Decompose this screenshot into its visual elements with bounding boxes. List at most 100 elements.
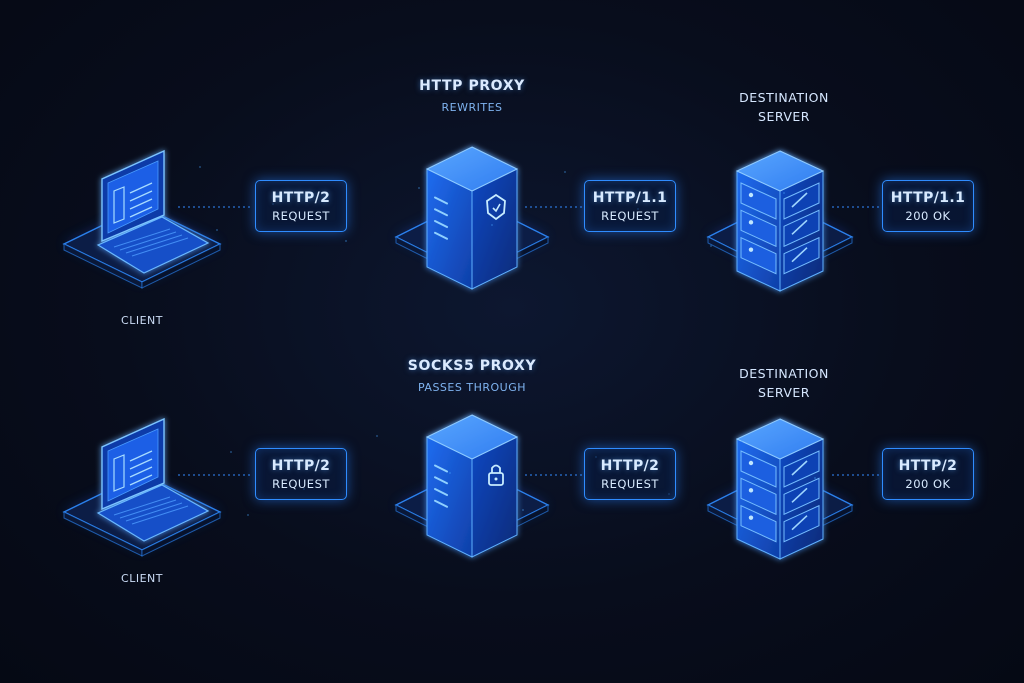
vent-slot — [434, 476, 448, 485]
server-drawer-handle — [791, 219, 808, 235]
screen-text-line — [129, 190, 153, 202]
server-drawer-handle — [791, 460, 808, 476]
request-box-2: HTTP/2 REQUEST — [255, 448, 347, 500]
server-drawer-handle — [791, 487, 808, 503]
server-label-line1: DESTINATION — [739, 90, 829, 105]
forward-protocol: HTTP/1.1 — [592, 189, 668, 206]
vent-slot — [434, 196, 448, 205]
request-protocol: HTTP/2 — [271, 457, 331, 474]
vent-slot — [434, 208, 448, 217]
particle — [247, 514, 249, 516]
proxy-subtitle-http: REWRITES — [441, 101, 503, 114]
server-drawer-handle — [791, 515, 808, 531]
client-label-2: CLIENT — [121, 572, 163, 585]
screen-text-line — [129, 458, 153, 470]
laptop-icon — [96, 417, 210, 542]
server-label-1: DESTINATION SERVER — [739, 88, 829, 126]
screen-text-line — [129, 450, 153, 462]
request-box-1: HTTP/2 REQUEST — [255, 180, 347, 232]
forward-text: REQUEST — [601, 208, 659, 223]
response-protocol: HTTP/2 — [898, 457, 958, 474]
response-box-2: HTTP/2 200 OK — [882, 448, 974, 500]
laptop-base — [96, 484, 210, 542]
server-drawer — [783, 209, 820, 248]
response-box-1: HTTP/1.1 200 OK — [882, 180, 974, 232]
keyboard-row — [119, 499, 177, 519]
screen-window — [113, 454, 125, 492]
vent-slot — [434, 464, 448, 473]
keyboard-row — [125, 234, 183, 254]
response-protocol: HTTP/1.1 — [890, 189, 966, 206]
request-text: REQUEST — [272, 476, 330, 491]
response-text: 200 OK — [905, 476, 951, 491]
server-drawer — [783, 182, 820, 220]
server-drawer — [783, 504, 820, 543]
proxy-title-socks5: SOCKS5 PROXY — [407, 358, 537, 374]
particle — [376, 435, 378, 437]
forward-protocol: HTTP/2 — [600, 457, 660, 474]
particle — [814, 477, 816, 479]
proxy-title-http: HTTP PROXY — [419, 78, 525, 94]
particle — [418, 187, 420, 189]
server-drawer — [740, 209, 777, 248]
keyboard-row — [131, 505, 189, 525]
forward-text: REQUEST — [601, 476, 659, 491]
lock-keyhole — [494, 477, 498, 481]
server-led — [748, 460, 754, 466]
vent-slot — [434, 488, 448, 497]
server-led — [748, 247, 754, 252]
screen-text-line — [129, 466, 153, 478]
screen-window — [113, 186, 125, 224]
destination-server-icon — [735, 418, 825, 560]
proxy-subtitle-socks5: PASSES THROUGH — [418, 381, 526, 394]
server-led — [748, 192, 754, 198]
particle — [522, 509, 524, 511]
particle — [230, 451, 232, 453]
server-drawer — [740, 504, 777, 543]
particle — [491, 224, 493, 226]
shield-check — [492, 203, 501, 213]
server-label-line2: SERVER — [758, 109, 810, 124]
shield-icon — [486, 193, 506, 221]
keyboard-row — [113, 228, 171, 248]
server-label-2: DESTINATION SERVER — [739, 364, 829, 402]
particle — [564, 171, 566, 173]
lock-shackle — [491, 464, 501, 473]
vent-slot — [434, 231, 448, 240]
server-drawer — [740, 450, 777, 488]
vent-slot — [434, 220, 448, 229]
server-drawer — [740, 236, 777, 275]
server-label-line1: DESTINATION — [739, 366, 829, 381]
particle — [345, 240, 347, 242]
server-label-line2: SERVER — [758, 385, 810, 400]
keyboard-row — [125, 502, 183, 522]
laptop-screen-glass — [107, 160, 159, 234]
vent-slot — [434, 499, 448, 508]
screen-text-line — [129, 206, 153, 218]
keyboard-row — [113, 496, 171, 516]
server-drawer — [783, 236, 820, 275]
client-label-1: CLIENT — [121, 314, 163, 327]
request-text: REQUEST — [272, 208, 330, 223]
request-protocol: HTTP/2 — [271, 189, 331, 206]
server-drawer-handle — [791, 247, 808, 263]
particle — [741, 440, 743, 442]
keyboard-row — [119, 231, 177, 251]
particle — [199, 166, 201, 168]
forward-box-1: HTTP/1.1 REQUEST — [584, 180, 676, 232]
particle — [783, 192, 785, 194]
particle — [216, 229, 218, 231]
destination-server-icon — [735, 150, 825, 292]
keyboard-row — [131, 237, 189, 257]
server-drawer — [783, 450, 820, 488]
screen-text-line — [129, 198, 153, 210]
server-drawer — [740, 477, 777, 516]
proxy-server-icon — [425, 146, 519, 290]
server-led — [748, 488, 754, 493]
server-drawer-handle — [791, 192, 808, 208]
server-drawer — [740, 182, 777, 220]
forward-box-2: HTTP/2 REQUEST — [584, 448, 676, 500]
laptop-screen-glass — [107, 428, 159, 502]
